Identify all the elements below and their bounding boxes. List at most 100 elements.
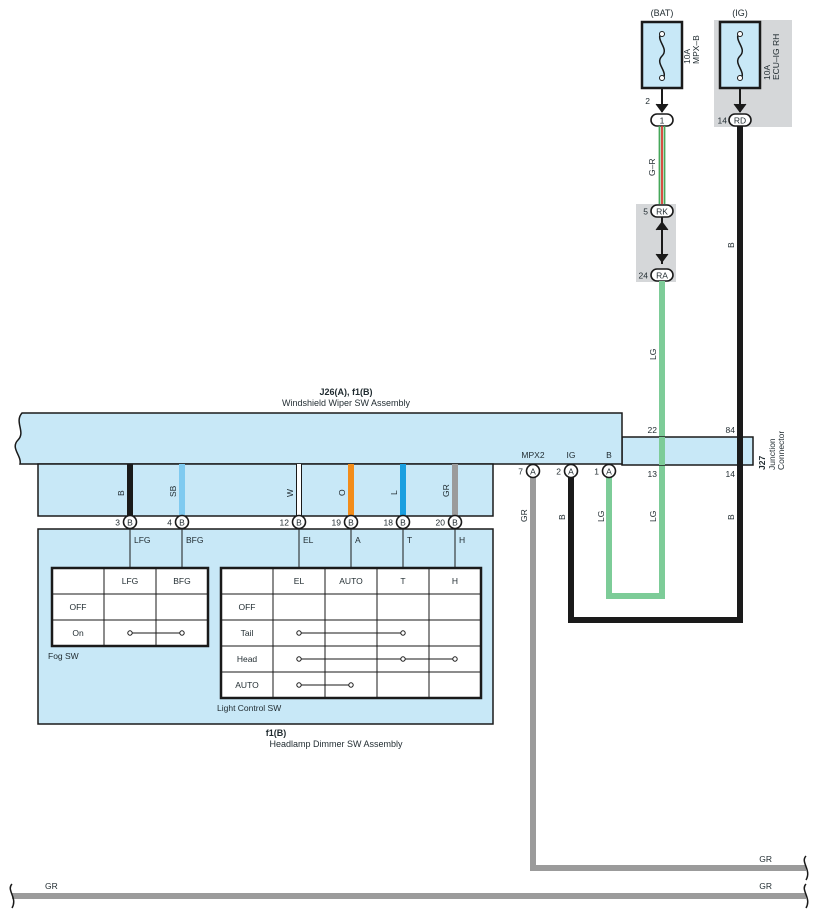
break-icon-upper-right — [803, 855, 809, 881]
bottom-wire-right-label: GR — [759, 881, 772, 891]
wire-g-r-label: G–R — [647, 159, 657, 176]
svg-text:B: B — [400, 518, 406, 528]
inner-wire-w-label: W — [285, 489, 295, 497]
svg-text:B: B — [348, 518, 354, 528]
svg-text:A: A — [606, 467, 612, 477]
ra-connector-pin: 24 — [639, 271, 649, 281]
bat-source-label: (BAT) — [651, 8, 674, 18]
light-head-continuity — [296, 656, 458, 662]
svg-text:B: B — [452, 518, 458, 528]
bottom-wire-upper-label: GR — [759, 854, 772, 864]
rk-connector-pin: 5 — [643, 207, 648, 217]
bat-fuse-icon — [659, 31, 665, 81]
light-sw-caption: Light Control SW — [217, 703, 281, 713]
signal-el: EL — [303, 535, 314, 545]
wire-b-label-lower: B — [726, 514, 736, 520]
ig-fuse-pin: 14 — [718, 116, 728, 126]
headlamp-assy-title: f1(B) — [266, 728, 287, 738]
out-connector-1: A 1 — [594, 463, 617, 479]
svg-text:2: 2 — [556, 467, 561, 477]
ig-fuse-terminal-top — [737, 31, 743, 37]
fog-row-on: On — [72, 628, 84, 638]
pin-stub-lines — [129, 529, 456, 568]
pin-connector-3: B 3 — [115, 514, 138, 530]
junction-connector-box — [621, 436, 754, 466]
ig-fuse-icon — [737, 31, 743, 81]
svg-text:A: A — [568, 467, 574, 477]
signal-h: H — [459, 535, 465, 545]
junction-pin-13: 13 — [648, 469, 658, 479]
svg-text:7: 7 — [518, 467, 523, 477]
light-col-el: EL — [294, 576, 305, 586]
wire-lg-label-upper: LG — [648, 349, 658, 360]
inner-wire-o-label: O — [337, 489, 347, 496]
wiper-assy-title: J26(A), f1(B) — [319, 387, 372, 397]
wire-b-main — [568, 126, 743, 623]
bat-fuse-name: MPX–B — [691, 35, 701, 64]
wire-lg-label-lower: LG — [648, 511, 658, 522]
rk-connector-code: RK — [656, 207, 668, 217]
light-row-head: Head — [237, 654, 258, 664]
rk-arrow-up-icon — [655, 221, 669, 231]
ig-connector-code: RD — [734, 116, 746, 126]
wire-gr-mpx2 — [530, 477, 806, 871]
bat-connector-pin: 1 — [660, 116, 665, 126]
light-col-h: H — [452, 576, 458, 586]
svg-text:B: B — [127, 518, 133, 528]
wire-b-label-ig: B — [557, 514, 567, 520]
svg-text:1: 1 — [594, 467, 599, 477]
wiper-assy-subtitle: Windshield Wiper SW Assembly — [282, 398, 411, 408]
wire-lg-label-pin1: LG — [596, 511, 606, 522]
ra-arrow-down-icon — [655, 253, 669, 263]
wire-gr-label-mpx2: GR — [519, 509, 529, 522]
svg-text:20: 20 — [436, 518, 446, 528]
pin-connector-12: B 12 — [280, 514, 307, 530]
out-label-mpx2: MPX2 — [521, 450, 544, 460]
ig-source-label: (IG) — [732, 8, 748, 18]
bat-fuse-terminal-top — [659, 31, 665, 37]
wiper-assy-body — [14, 412, 623, 465]
inner-wire-panel — [37, 463, 494, 517]
light-row-auto: AUTO — [235, 680, 259, 690]
light-col-t: T — [400, 576, 405, 586]
pin-connector-19: B 19 — [332, 514, 359, 530]
wire-g-r — [658, 126, 666, 206]
pin-connector-18: B 18 — [384, 514, 411, 530]
headlamp-assy-subtitle: Headlamp Dimmer SW Assembly — [269, 739, 403, 749]
ig-arrow-icon — [733, 103, 747, 113]
break-icon-lower-right — [803, 883, 809, 909]
bottom-wire-left-label: GR — [45, 881, 58, 891]
junction-pin-14: 14 — [726, 469, 736, 479]
light-tail-continuity — [296, 630, 406, 636]
pin-connector-20: B 20 — [436, 514, 463, 530]
inner-wire-gr-label: GR — [441, 484, 451, 497]
svg-text:3: 3 — [115, 518, 120, 528]
signal-a: A — [355, 535, 361, 545]
light-row-off: OFF — [239, 602, 256, 612]
light-row-tail: Tail — [241, 628, 254, 638]
bat-arrow-icon — [655, 103, 669, 113]
junction-title-line1: Junction — [767, 438, 777, 470]
svg-text:12: 12 — [280, 518, 290, 528]
fog-on-continuity — [127, 630, 185, 636]
bat-fuse-terminal-bottom — [659, 75, 665, 81]
signal-t: T — [407, 535, 412, 545]
junction-pin-22: 22 — [648, 425, 658, 435]
svg-text:4: 4 — [167, 518, 172, 528]
svg-text:B: B — [179, 518, 185, 528]
light-col-auto: AUTO — [339, 576, 363, 586]
fog-sw-caption: Fog SW — [48, 651, 79, 661]
ig-fuse-name: ECU–IG RH — [771, 34, 781, 80]
junction-title-line2: Connector — [776, 431, 786, 470]
fog-col-bfg: BFG — [173, 576, 190, 586]
out-label-b: B — [606, 450, 612, 460]
junction-pin-84: 84 — [726, 425, 736, 435]
bat-fuse-rating: 10A — [682, 49, 692, 64]
ig-fuse-terminal-bottom — [737, 75, 743, 81]
inner-wire-sb-label: SB — [168, 485, 178, 497]
svg-text:B: B — [296, 518, 302, 528]
ra-connector-code: RA — [656, 271, 668, 281]
pin-connector-4: B 4 — [167, 514, 190, 530]
svg-text:18: 18 — [384, 518, 394, 528]
